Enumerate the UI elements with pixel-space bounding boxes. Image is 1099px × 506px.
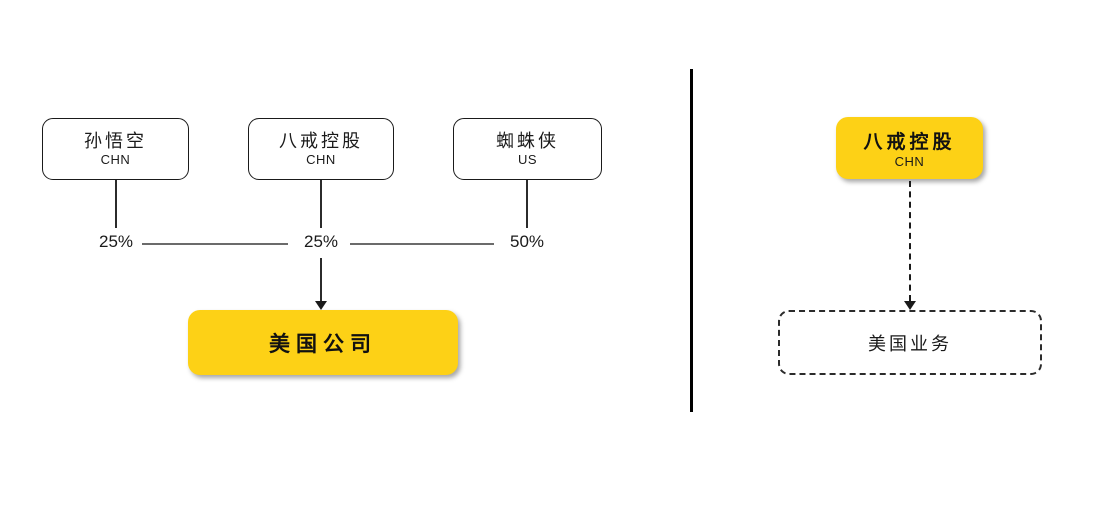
company-box-us-company: 美国公司	[188, 310, 458, 375]
connector-hline-left	[142, 243, 288, 245]
arrow-shaft-company	[320, 258, 322, 302]
share-label-25-left: 25%	[98, 232, 134, 251]
arrow-down-icon	[904, 301, 916, 310]
business-name: 美国业务	[868, 333, 952, 354]
business-box-us-business: 美国业务	[778, 310, 1042, 375]
connector-hline-right	[350, 243, 494, 245]
owner-box-bajie-holdings: 八戒控股 CHN	[248, 118, 394, 180]
owner-country: CHN	[100, 151, 131, 167]
share-label-25-middle: 25%	[303, 232, 339, 251]
dashed-arrow-shaft	[909, 181, 911, 301]
owner-box-bajie-holdings-right: 八戒控股 CHN	[836, 117, 983, 179]
owner-box-spiderman: 蜘蛛侠 US	[453, 118, 602, 180]
owner-name: 八戒控股	[863, 131, 956, 153]
owner-name: 八戒控股	[279, 130, 363, 151]
company-name: 美国公司	[269, 332, 377, 356]
connector-line-owner1	[115, 180, 117, 228]
owner-country: US	[517, 151, 538, 167]
arrow-down-icon	[315, 301, 327, 310]
panel-divider	[690, 69, 693, 412]
owner-country: CHN	[306, 151, 336, 167]
owner-name: 孙悟空	[84, 130, 147, 151]
connector-line-owner3	[526, 180, 528, 228]
owner-name: 蜘蛛侠	[496, 130, 559, 151]
owner-country: CHN	[894, 153, 925, 169]
owner-box-sunwukong: 孙悟空 CHN	[42, 118, 189, 180]
share-label-50-right: 50%	[509, 232, 545, 251]
connector-line-owner2	[320, 180, 322, 228]
